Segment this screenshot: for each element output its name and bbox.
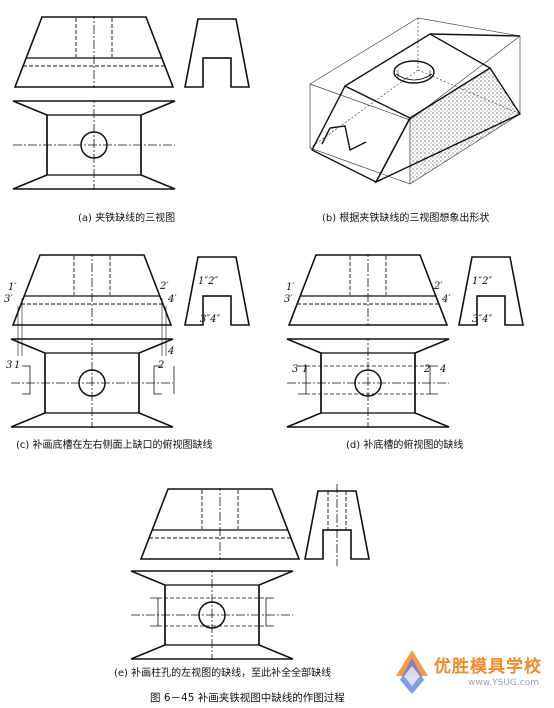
front-view-a [14,16,174,88]
label-4-d: 4 [439,364,446,375]
watermark-logo: 优胜模具学校 www.YSUG.com [390,646,550,702]
watermark-url: www.YSUG.com [468,678,539,688]
label-1pp2pp-c: 1″2″ [198,276,218,287]
caption-c: (c) 补画底槽在左右侧面上缺口的俯视图缺线 [16,440,213,451]
caption-e: (e) 补画柱孔的左视图的缺线，至此补全全部缺线 [114,668,332,679]
view-d [286,254,524,428]
caption-b: (b) 根据夹铁缺线的三视图想象出形状 [322,213,490,224]
label-3-c: 3 [6,360,12,371]
label-4p-c: 4′ [167,294,177,305]
watermark-emblem-icon [396,650,428,694]
solid-body [311,33,522,184]
label-2p-c: 2′ [159,281,169,292]
front-view-d [288,254,448,326]
front-view-e [140,488,300,560]
label-4p-d: 4′ [441,294,451,305]
caption-d: (d) 补底槽的俯视图的缺线 [346,440,464,451]
watermark-name: 优胜模具学校 [434,657,542,677]
side-view-a [184,18,250,88]
label-2-c: 2 [157,360,164,371]
label-2-d: 2 [423,364,430,375]
label-3p-c: 3′ [4,294,13,305]
point-labels: 1′ 3′ 2′ 4′ 1″2″ 3″4″ 3 1 2 4 1′ 3′ 2′ 4… [4,276,492,375]
label-1p-d: 1′ [286,282,295,293]
label-1pp2pp-d: 1″2″ [472,276,492,287]
label-1-d: 1 [302,364,308,375]
view-a [12,16,250,190]
label-3p-d: 3′ [284,294,293,305]
label-3-d: 3 [292,364,298,375]
label-2p-d: 2′ [433,281,443,292]
label-4-c: 4 [167,346,174,357]
front-view-c [12,254,172,326]
top-view-d [286,338,450,428]
caption-a: (a) 夹铁缺线的三视图 [78,213,176,224]
top-view-e [130,570,294,660]
view-c [10,254,250,428]
label-3pp4pp-d: 3″4″ [472,314,492,325]
figure-title: 图 6－45 补画夹铁视图中缺线的作图过程 [150,692,345,704]
label-3pp4pp-c: 3″4″ [200,314,220,325]
top-view-a [12,100,176,190]
label-1-c: 1 [14,360,20,371]
isometric-view-b [309,17,522,185]
hole-top [393,60,435,84]
top-view-c [10,338,174,428]
label-1p-c: 1′ [8,282,17,293]
view-e [130,484,370,660]
projection-lines-c [17,298,167,356]
